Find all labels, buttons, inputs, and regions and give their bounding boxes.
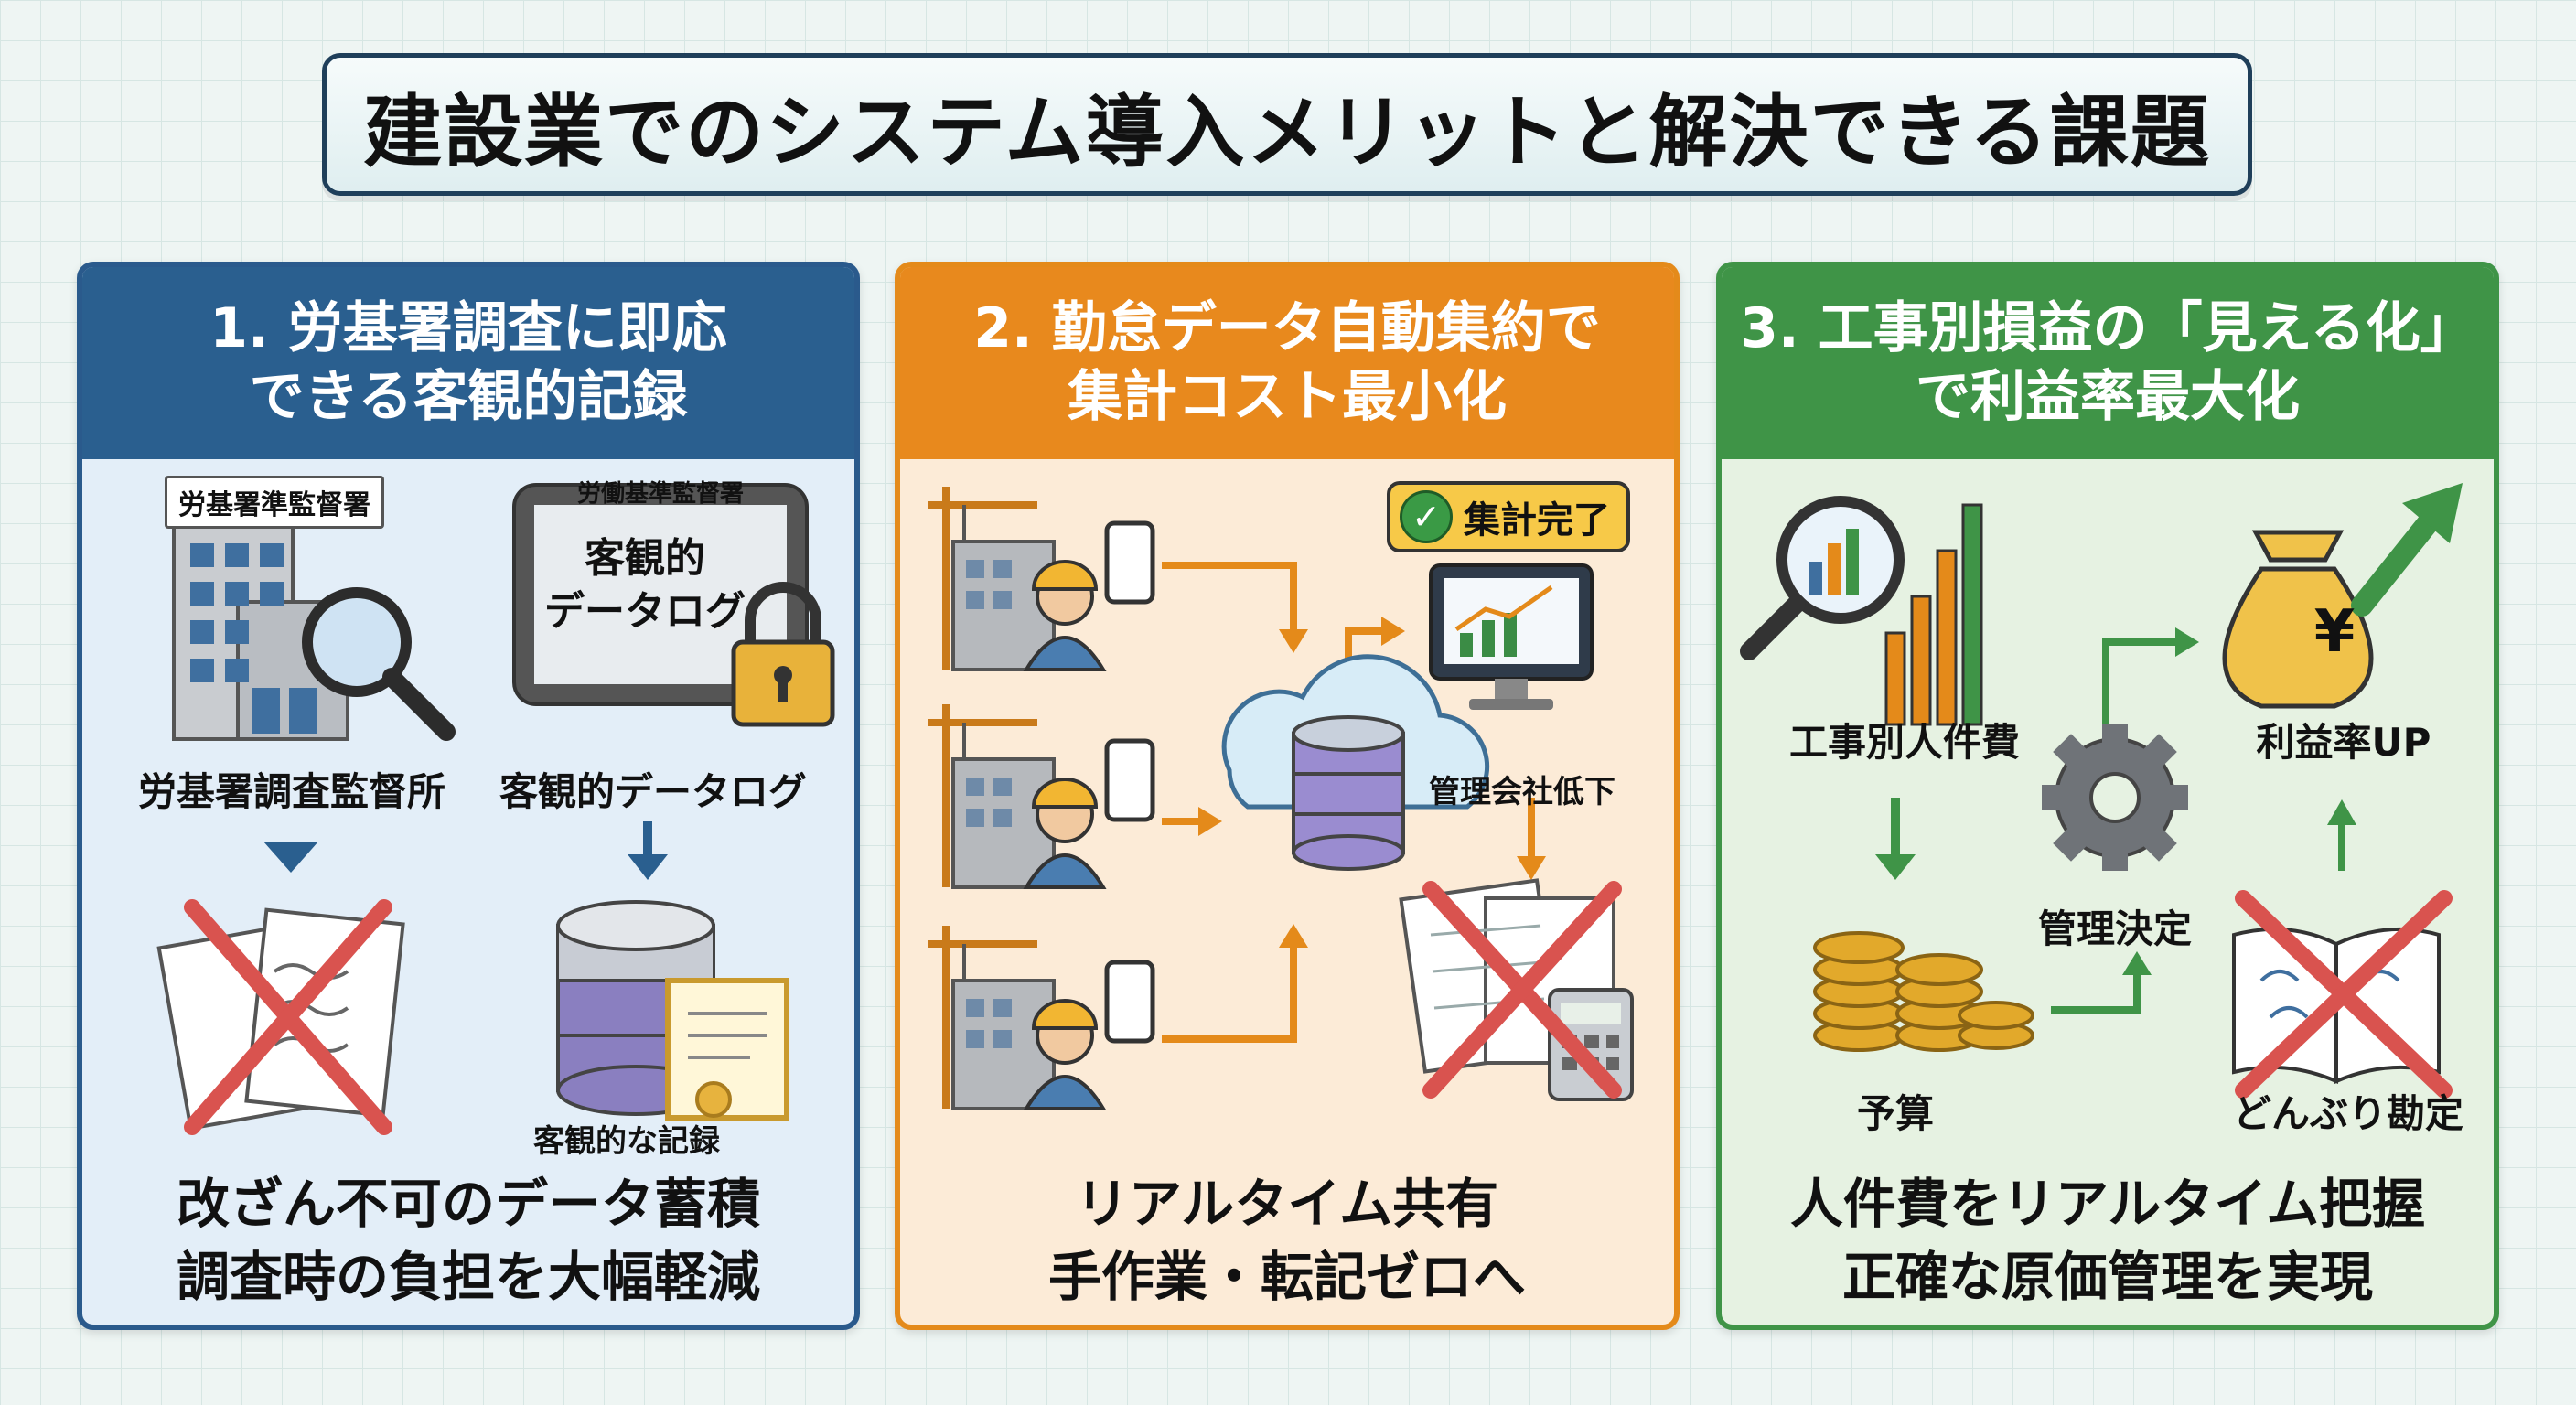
panel-3-caption-line2: 正確な原価管理を実現 (1841, 1246, 2373, 1309)
label-labor-cost-by-project: 工事別人件費 (1788, 720, 2020, 765)
check-icon: ✓ (1400, 490, 1453, 543)
panel-1-header: 1. 労基署調査に即応 できる客観的記録 (82, 267, 854, 459)
panel-labor-inspection: 1. 労基署調査に即応 できる客観的記録 (77, 262, 860, 1330)
panel-1-body: 労基署準監督署 労働基準監督署 客観的 データログ 労基署調査監督所 客観的デー… (82, 459, 854, 1325)
coin-stack-icon (1813, 931, 2034, 1052)
panel-2-body: ✓ 集計完了 管理会社低下 リアルタイム共有 手作業・転記ゼロへ (900, 459, 1674, 1326)
panel-3-body: ¥ 工事別人件費 利益率UP 管理決定 予算 どんぶり勘定 人件費をリアルタイム… (1722, 459, 2494, 1325)
label-inspection-office: 労基署調査監督所 (137, 769, 445, 814)
paper-forms-icon (1399, 878, 1634, 1101)
bar-chart-magnifier-icon (1740, 496, 1983, 726)
panel-attendance-aggregation: 2. 勤怠データ自動集約で 集計コスト最小化 (895, 262, 1680, 1330)
panel-1-caption: 改ざん不可のデータ蓄積 調査時の負担を大幅軽減 (82, 1167, 854, 1314)
page-title: 建設業でのシステム導入メリットと解決できる課題 (363, 86, 2211, 178)
panel-2-caption-line1: リアルタイム共有 (1075, 1173, 1499, 1235)
panel-1-caption-line2: 調査時の負担を大幅軽減 (176, 1246, 760, 1309)
magnifier-icon (302, 587, 456, 741)
label-data-log: 客観的データログ (499, 769, 807, 814)
gear-icon (2042, 724, 2188, 871)
panel-3-header: 3. 工事別損益の「見える化」 で利益率最大化 (1722, 267, 2494, 459)
flow-arrows (2051, 638, 2345, 1014)
label-management-decision: 管理決定 (2037, 906, 2192, 951)
panel-1-heading-line1: 1. 労基署調査に即応 (209, 296, 727, 360)
label-budget: 予算 (1856, 1091, 1934, 1136)
cross-mark-icon (2235, 890, 2453, 1099)
label-objective-record: 客観的な記録 (533, 1123, 720, 1160)
panel-1-illustration (156, 483, 835, 1135)
panel-3-caption: 人件費をリアルタイム把握 正確な原価管理を実現 (1722, 1167, 2494, 1314)
certificate-icon (665, 978, 789, 1121)
monitor-label: 管理会社低下 (1429, 774, 1615, 810)
arrowheads (1198, 617, 1546, 948)
money-bag-icon (2222, 530, 2374, 709)
aggregation-complete-badge: ✓ 集計完了 (1387, 481, 1630, 552)
arrowheads (2122, 627, 2356, 975)
building-sign: 労基署準監督署 (165, 476, 384, 529)
construction-worker-icon (928, 926, 1153, 1109)
down-arrow-icon (1875, 798, 1916, 880)
paper-documents-icon (156, 907, 405, 1131)
tablet-line2: データログ (544, 588, 746, 635)
cross-mark-icon (184, 899, 392, 1135)
government-building-icon (172, 518, 349, 741)
label-profit-up: 利益率UP (2256, 720, 2431, 765)
construction-worker-icon (928, 487, 1153, 670)
panel-2-heading-line2: 集計コスト最小化 (1068, 365, 1507, 429)
panel-2-caption-line2: 手作業・転記ゼロへ (1047, 1246, 1526, 1309)
yen-symbol: ¥ (2313, 598, 2356, 666)
construction-worker-icon (928, 704, 1153, 887)
trend-arrow-icon (2351, 483, 2463, 617)
panel-3-caption-line1: 人件費をリアルタイム把握 (1789, 1173, 2426, 1235)
panel-3-illustration (1740, 483, 2463, 1099)
panel-1-heading-line2: できる客観的記録 (249, 365, 688, 429)
down-arrow-icon (628, 821, 668, 880)
panel-2-heading-line1: 2. 勤怠データ自動集約で (973, 296, 1601, 360)
panel-1-caption-line1: 改ざん不可のデータ蓄積 (176, 1173, 760, 1235)
padlock-icon (731, 582, 835, 727)
panel-profit-visibility: 3. 工事別損益の「見える化」 で利益率最大化 (1716, 262, 2499, 1330)
panel-2-header: 2. 勤怠データ自動集約で 集計コスト最小化 (900, 267, 1674, 459)
panel-2-caption: リアルタイム共有 手作業・転記ゼロへ (900, 1167, 1674, 1314)
tablet-line1: 客観的 (585, 535, 705, 582)
monitor-chart-icon (1429, 563, 1594, 710)
panel-3-heading-line2: で利益率最大化 (1916, 365, 2300, 429)
panel-2-illustration (900, 459, 1634, 1326)
cloud-database-icon (1221, 654, 1490, 871)
cross-mark-icon (1422, 881, 1622, 1099)
title-banner: 建設業でのシステム導入メリットと解決できる課題 (322, 53, 2252, 196)
badge-label: 集計完了 (1464, 499, 1610, 542)
down-arrow-icon (263, 842, 318, 873)
panel-3-heading-line1: 3. 工事別損益の「見える化」 (1740, 296, 2475, 360)
tablet-header: 労働基準監督署 (576, 480, 744, 508)
label-rough-accounting: どんぶり勘定 (2232, 1091, 2463, 1136)
